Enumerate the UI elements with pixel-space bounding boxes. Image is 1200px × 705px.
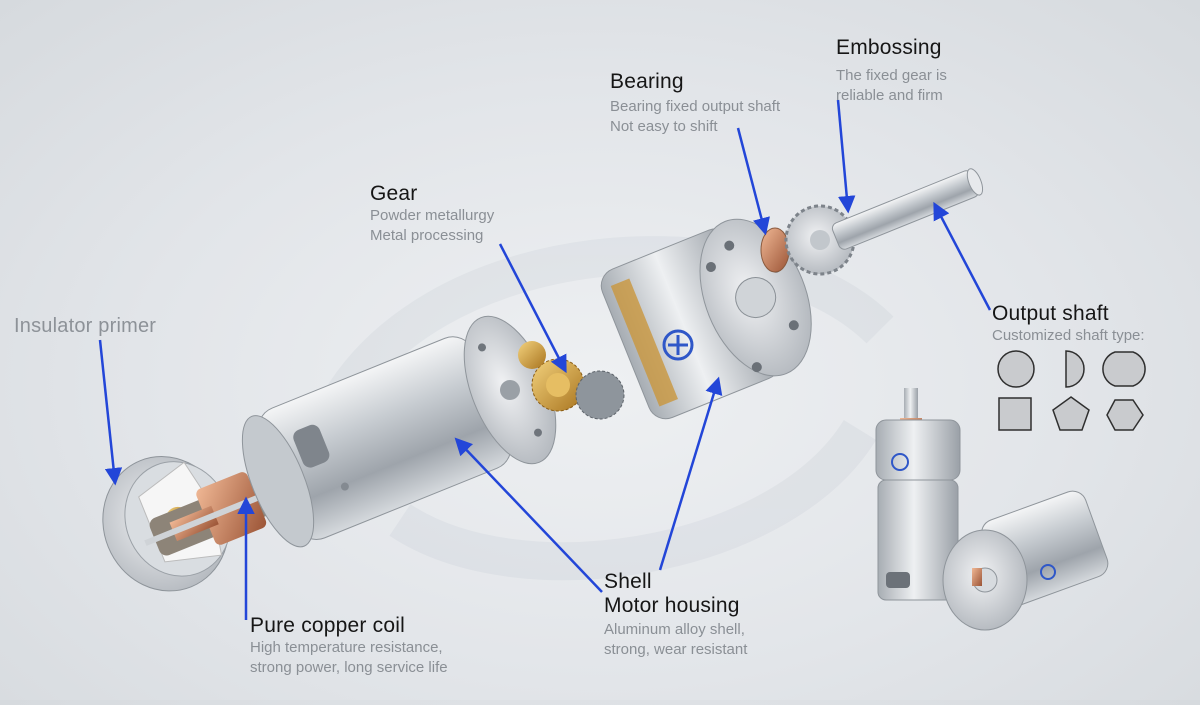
desc-line: strong, wear resistant <box>604 641 748 658</box>
desc-line: Customized shaft type: <box>992 327 1145 344</box>
arrow-shell-gearbox <box>658 376 723 571</box>
brand-logo-icon <box>662 329 694 361</box>
callout-description: Bearing fixed output shaft Not easy to s… <box>610 97 780 137</box>
desc-line: reliable and firm <box>836 87 943 104</box>
callout-title: Output shaft <box>992 302 1109 325</box>
callout-title: Gear <box>370 182 418 205</box>
callout-insulator-primer: Insulator primer <box>14 314 156 338</box>
arrow-embossing <box>836 99 856 214</box>
callout-copper-coil: Pure copper coil High temperature resist… <box>250 614 448 678</box>
gear-cluster <box>518 341 625 420</box>
arrow-shell-housing <box>454 437 603 593</box>
callout-arrows <box>98 99 992 620</box>
callout-title: Insulator primer <box>14 315 157 337</box>
desc-line: Not easy to shift <box>610 118 718 135</box>
callout-shell: Shell Motor housing Aluminum alloy shell… <box>604 570 747 660</box>
callout-gear: Gear Powder metallurgy Metal processing <box>370 182 494 246</box>
arrow-insulator <box>98 339 123 486</box>
shaft-type-options <box>997 350 1146 431</box>
arrow-bearing <box>736 127 770 236</box>
shaft-pentagon-icon <box>1052 396 1090 431</box>
callout-description: High temperature resistance, strong powe… <box>250 638 448 678</box>
watermark-logo <box>312 236 894 581</box>
assembled-motor-vertical <box>875 388 961 601</box>
callout-output-shaft: Output shaft Customized shaft type: <box>992 302 1145 346</box>
callout-bearing: Bearing Bearing fixed output shaft Not e… <box>610 70 780 137</box>
bearing <box>760 227 790 273</box>
shaft-hexagon-icon <box>1106 399 1144 431</box>
desc-line: Powder metallurgy <box>370 207 495 224</box>
assembled-motor-horizontal <box>942 490 1109 631</box>
callout-title: Embossing <box>836 36 942 59</box>
callout-title: Bearing <box>610 70 684 93</box>
shaft-square-icon <box>998 397 1032 431</box>
callout-title: Shell <box>604 570 652 593</box>
desc-line: Metal processing <box>370 227 484 244</box>
arrow-output-shaft <box>933 201 992 311</box>
shaft-double-d-icon <box>1102 351 1146 387</box>
callout-description: Customized shaft type: <box>992 326 1145 346</box>
callout-title: Pure copper coil <box>250 614 405 637</box>
callout-description: Aluminum alloy shell, strong, wear resis… <box>604 620 747 660</box>
callout-embossing: Embossing The fixed gear is reliable and… <box>836 36 947 106</box>
shaft-d-cut-icon <box>1065 350 1085 388</box>
shaft-circle-icon <box>997 350 1035 388</box>
output-shaft <box>831 168 984 250</box>
callout-description: Powder metallurgy Metal processing <box>370 206 494 246</box>
desc-line: High temperature resistance, <box>250 639 443 656</box>
desc-line: strong power, long service life <box>250 659 448 676</box>
desc-line: Bearing fixed output shaft <box>610 98 781 115</box>
callout-title: Motor housing <box>604 594 740 617</box>
callout-description: The fixed gear is reliable and firm <box>836 66 947 106</box>
desc-line: The fixed gear is <box>836 67 947 84</box>
desc-line: Aluminum alloy shell, <box>604 621 745 638</box>
arrow-gear <box>498 243 567 374</box>
